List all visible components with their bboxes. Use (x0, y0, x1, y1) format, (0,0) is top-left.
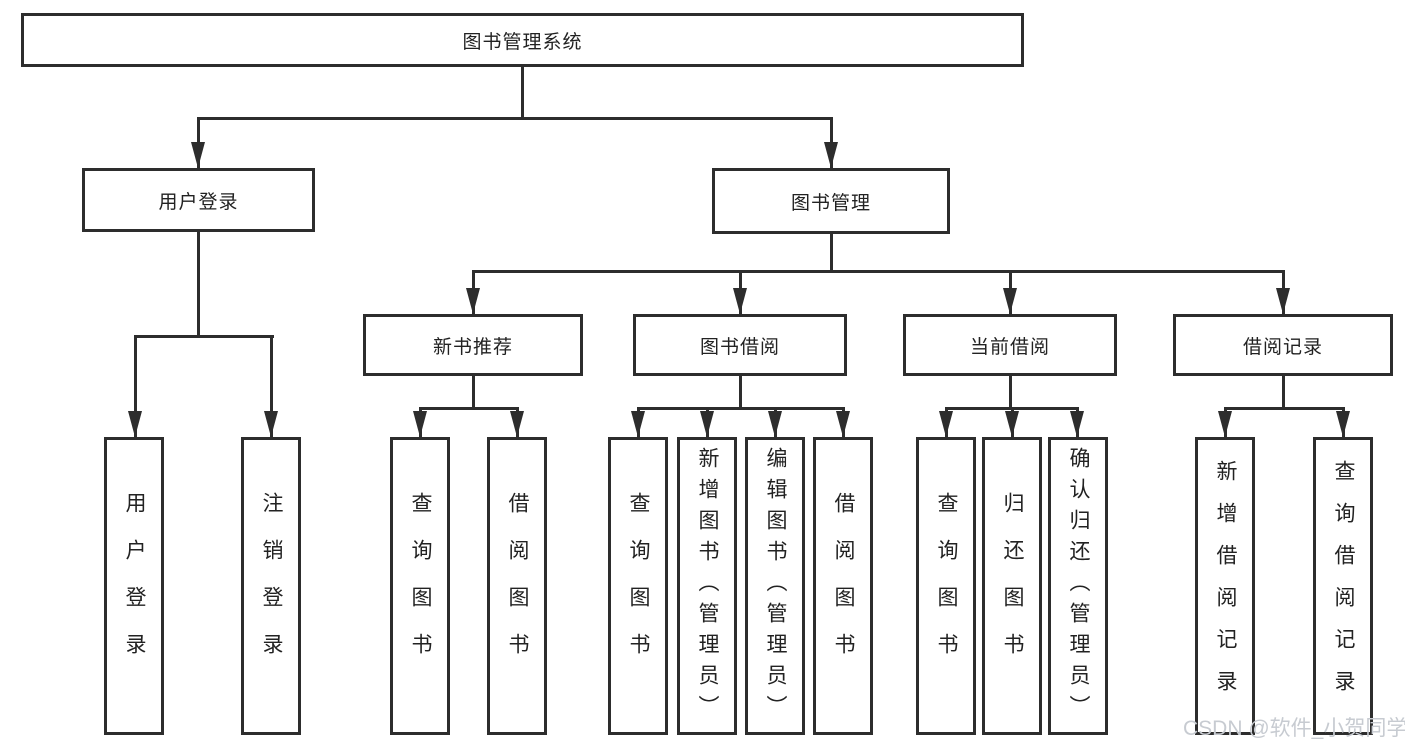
arrow-to-leaf-user-login (128, 335, 142, 437)
leaf-query-books-1: 查询图书 (390, 437, 450, 735)
arrow-to-query-borrow-record (1336, 407, 1350, 437)
arrow-to-query-books-2 (631, 407, 645, 437)
connector-level2-rail (472, 270, 1285, 273)
arrow-to-add-borrow-record (1218, 407, 1232, 437)
leaf-query-borrow-record: 查询借阅记录 (1313, 437, 1373, 735)
arrow-to-confirm-return (1070, 407, 1084, 437)
node-book-management: 图书管理 (712, 168, 950, 234)
arrow-to-borrow-books-1 (510, 407, 524, 437)
connector-level1-rail (197, 117, 833, 120)
arrow-to-new-book-recommend (466, 270, 480, 314)
connector-book-management-stub (830, 234, 833, 272)
connector-current-borrowing-stub (1009, 376, 1012, 410)
leaf-add-borrow-record: 新增借阅记录 (1195, 437, 1255, 735)
arrow-to-leaf-logout (264, 335, 278, 437)
arrow-to-query-books-3 (939, 407, 953, 437)
leaf-user-login: 用户登录 (104, 437, 164, 735)
leaf-borrow-books-2: 借阅图书 (813, 437, 873, 735)
leaf-return-books: 归还图书 (982, 437, 1042, 735)
arrow-to-user-login (191, 117, 205, 168)
leaf-query-books-3: 查询图书 (916, 437, 976, 735)
node-book-borrowing: 图书借阅 (633, 314, 847, 376)
connector-root-stub (521, 67, 524, 120)
leaf-logout: 注销登录 (241, 437, 301, 735)
arrow-to-book-borrowing (733, 270, 747, 314)
connector-new-book-recommend-rail (419, 407, 519, 410)
leaf-borrow-books-1: 借阅图书 (487, 437, 547, 735)
connector-book-borrowing-rail (637, 407, 845, 410)
arrow-to-borrow-records (1276, 270, 1290, 314)
connector-user-login-rail (134, 335, 274, 338)
connector-borrow-records-rail (1224, 407, 1344, 410)
connector-book-borrowing-stub (739, 376, 742, 410)
leaf-confirm-return-admin: 确认归还（管理员） (1048, 437, 1108, 735)
arrow-to-book-management (824, 117, 838, 168)
connector-new-book-recommend-stub (472, 376, 475, 410)
arrow-to-query-books-1 (413, 407, 427, 437)
leaf-edit-book-admin: 编辑图书（管理员） (745, 437, 805, 735)
csdn-watermark: CSDN @软件_小贺同学 (1183, 717, 1405, 740)
node-current-borrowing: 当前借阅 (903, 314, 1117, 376)
arrow-to-borrow-books-2 (836, 407, 850, 437)
connector-borrow-records-stub (1282, 376, 1285, 410)
arrow-to-return-books (1005, 407, 1019, 437)
connector-user-login-stub (197, 232, 200, 338)
node-user-login: 用户登录 (82, 168, 315, 232)
arrow-to-current-borrowing (1003, 270, 1017, 314)
node-new-book-recommend: 新书推荐 (363, 314, 583, 376)
node-library-system: 图书管理系统 (21, 13, 1024, 67)
arrow-to-add-book (700, 407, 714, 437)
node-borrow-records: 借阅记录 (1173, 314, 1393, 376)
arrow-to-edit-book (768, 407, 782, 437)
leaf-query-books-2: 查询图书 (608, 437, 668, 735)
leaf-add-book-admin: 新增图书（管理员） (677, 437, 737, 735)
